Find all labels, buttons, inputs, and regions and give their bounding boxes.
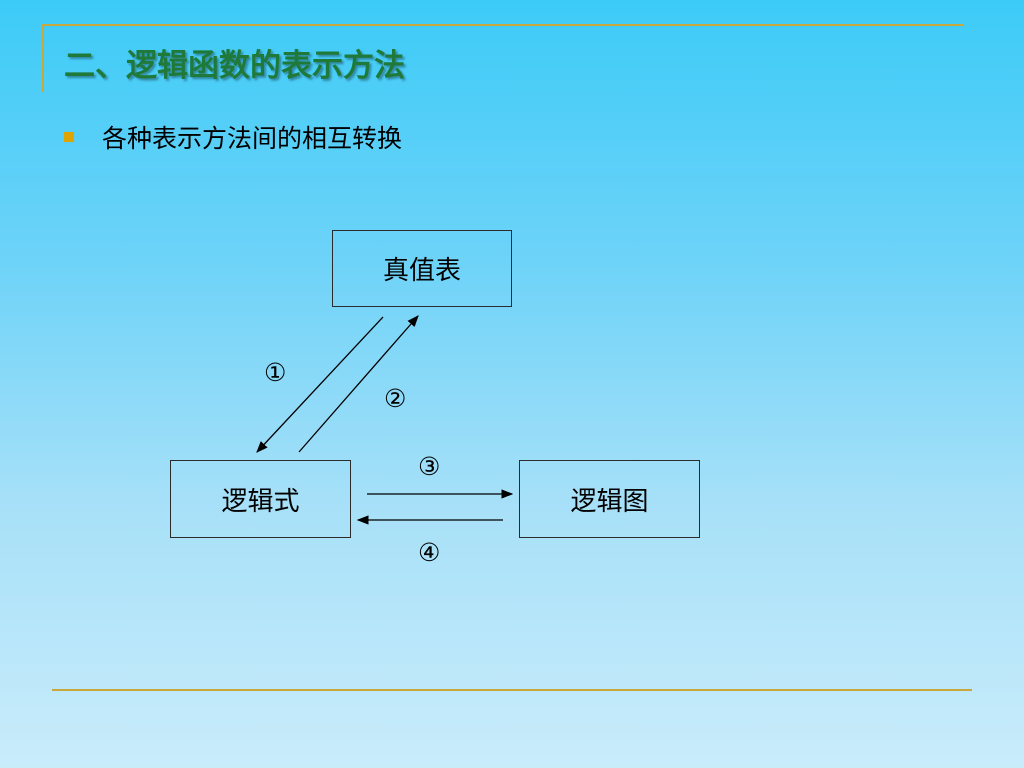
step-label-3: ③ bbox=[418, 452, 441, 481]
node-logic-diagram: 逻辑图 bbox=[519, 460, 700, 538]
step-label-4: ④ bbox=[418, 538, 441, 567]
node-truth-table-label: 真值表 bbox=[382, 256, 461, 286]
bottom-divider bbox=[52, 689, 972, 691]
step-label-1: ① bbox=[264, 358, 287, 387]
bullet-text: 各种表示方法间的相互转换 bbox=[102, 124, 403, 153]
node-truth-table: 真值表 bbox=[332, 230, 512, 307]
node-logic-expression-label: 逻辑式 bbox=[221, 486, 300, 517]
step-label-2: ② bbox=[384, 384, 407, 413]
node-logic-expression: 逻辑式 bbox=[170, 460, 351, 538]
square-bullet-icon bbox=[64, 132, 74, 142]
title-frame bbox=[42, 24, 964, 92]
slide-title: 二、逻辑函数的表示方法 bbox=[64, 48, 405, 84]
bullet-item: 各种表示方法间的相互转换 bbox=[64, 120, 402, 154]
node-logic-diagram-label: 逻辑图 bbox=[570, 486, 649, 517]
